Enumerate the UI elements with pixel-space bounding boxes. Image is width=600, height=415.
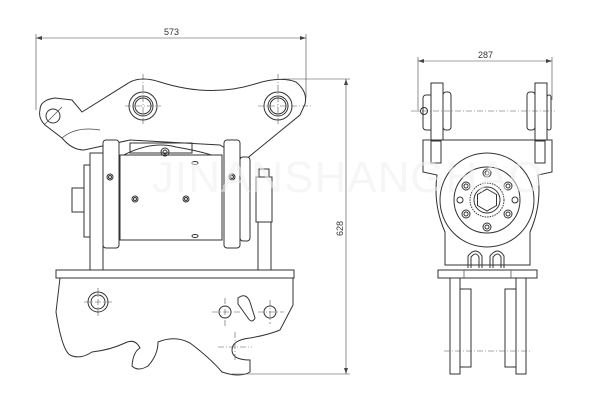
- jaw-holes: [84, 288, 284, 362]
- rotary-actuator: [71, 139, 273, 272]
- dimension-overall-length: 573: [35, 27, 307, 110]
- top-bracket: [39, 78, 307, 161]
- dimension-label-length: 573: [164, 27, 179, 37]
- pin-left: [125, 74, 161, 124]
- lower-jaw: [55, 277, 294, 376]
- flange-bolts: [456, 168, 519, 232]
- dimension-end-width: 287: [417, 50, 553, 112]
- dimension-label-end-width: 287: [478, 50, 493, 60]
- pin-right: [258, 74, 312, 124]
- dimension-overall-height: 628: [232, 78, 350, 375]
- side-view: 573 628: [35, 27, 350, 376]
- base-plate: [55, 269, 295, 279]
- watermark: JINANSHANGHAO: [152, 153, 544, 202]
- end-view: 287: [411, 50, 555, 375]
- dimension-label-height: 628: [335, 221, 345, 236]
